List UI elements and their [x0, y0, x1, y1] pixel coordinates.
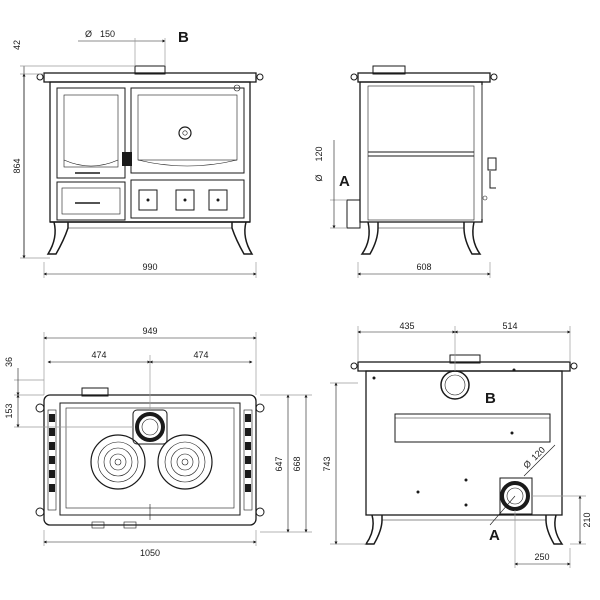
top-offset-36-label: 36 — [4, 357, 14, 367]
rear-top-outlet-marker-b: B — [485, 390, 496, 407]
front-outlet-marker-b: B — [178, 29, 189, 46]
top-total-width-label: 949 — [142, 326, 157, 336]
top-dimensions: 949 474 474 36 153 647 668 1050 — [4, 326, 312, 558]
rear-dimensions: 435 514 743 B Ø 120 A 210 250 — [322, 321, 592, 568]
front-width-label: 990 — [142, 262, 157, 272]
rear-view — [350, 354, 578, 545]
rear-side-outlet-marker-a: A — [489, 527, 500, 544]
rear-flue-offset-label: 250 — [534, 552, 549, 562]
side-dimensions: Ø 120 A 608 — [314, 140, 491, 278]
side-view — [346, 65, 498, 255]
top-offset-153-label: 153 — [4, 403, 14, 418]
rear-height-label: 743 — [322, 456, 332, 471]
rear-right-label: 514 — [502, 321, 517, 331]
rear-flue-height-label: 210 — [582, 512, 592, 527]
top-half-right-label: 474 — [193, 350, 208, 360]
front-flue-diameter-label: 150 — [100, 29, 115, 39]
rear-left-label: 435 — [399, 321, 414, 331]
side-flue-diameter-label: 120 — [314, 146, 324, 161]
top-depth-647-label: 647 — [274, 456, 284, 471]
rear-flue-diameter-label: 120 — [529, 445, 547, 463]
side-outlet-marker-a: A — [339, 173, 350, 190]
side-depth-label: 608 — [416, 262, 431, 272]
front-view — [36, 65, 264, 255]
front-height-label: 864 — [12, 158, 22, 173]
front-flue-diameter-symbol: Ø — [85, 29, 92, 39]
side-flue-diameter-symbol: Ø — [314, 174, 324, 181]
front-height-42-label: 42 — [12, 40, 22, 50]
front-dimensions: 42 864 990 Ø 150 B — [12, 29, 257, 278]
top-width-1050-label: 1050 — [140, 548, 160, 558]
top-half-left-label: 474 — [91, 350, 106, 360]
top-depth-668-label: 668 — [292, 456, 302, 471]
